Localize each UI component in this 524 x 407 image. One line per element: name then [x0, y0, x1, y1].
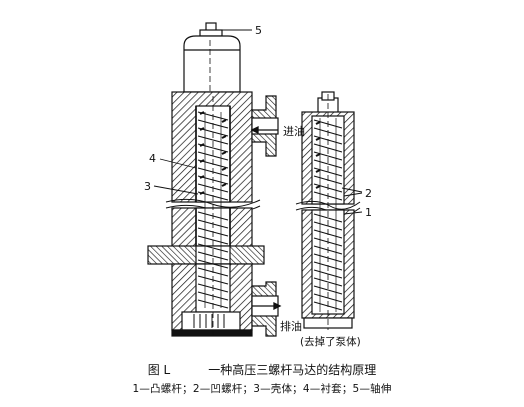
figure-legend: 1—凸螺杆；2—凹螺杆；3—壳体；4—衬套；5—轴伸 [132, 383, 392, 395]
screw-set-removed-housing-view [295, 91, 361, 330]
callout-4: 4 [149, 152, 156, 165]
screw-set-main [197, 111, 229, 309]
screw-set-right [313, 118, 343, 312]
inlet-label: 进油 [283, 124, 305, 138]
upper-cap [183, 35, 241, 93]
figure-title: 一种高压三螺杆马达的结构原理 [208, 363, 377, 377]
callout-5: 5 [255, 24, 262, 37]
callout-1: 1 [365, 206, 372, 219]
callout-leaders-right [341, 187, 363, 215]
outlet-label: 排油 [280, 319, 302, 333]
callout-2: 2 [365, 187, 372, 200]
figure-caption: 图 L 一种高压三螺杆马达的结构原理 [0, 361, 524, 378]
callout-leaders-left [153, 29, 252, 195]
main-section-view [147, 22, 279, 337]
flow-arrows [250, 125, 282, 311]
removed-housing-label: (去掉了泵体) [300, 335, 361, 348]
callout-3: 3 [144, 180, 151, 193]
figure-number: 图 L [147, 363, 171, 377]
